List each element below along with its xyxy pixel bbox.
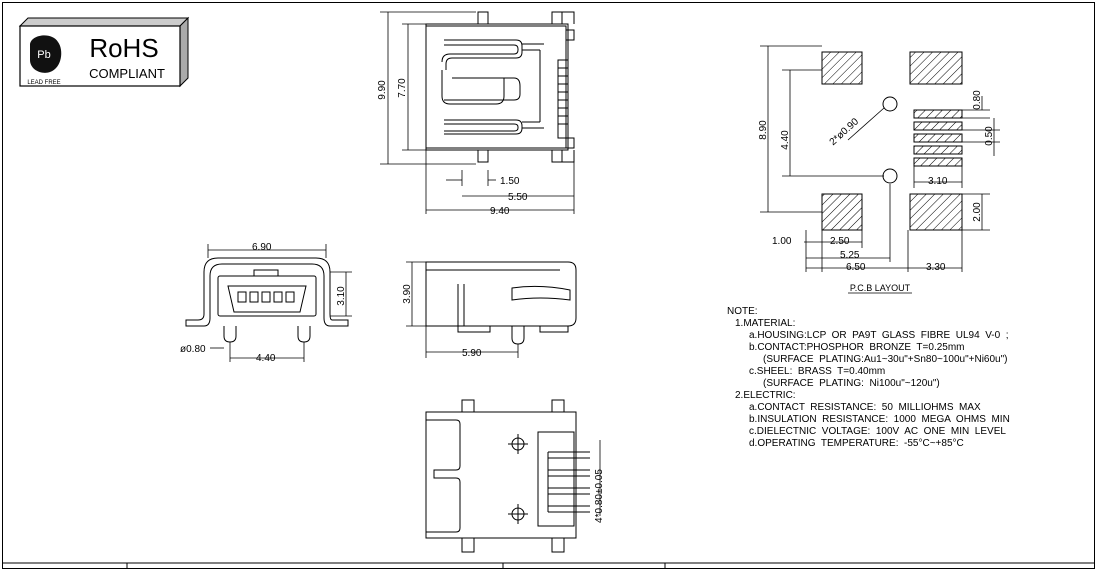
notes-housing: a.HOUSING:LCP OR PA9T GLASS FIBRE UL94 V… [749, 330, 1009, 341]
dim-pcb-pad-pitch: 0.50 [984, 126, 995, 146]
dim-side-height: 3.90 [402, 284, 413, 304]
dim-pcb-height-inner: 4.40 [780, 130, 791, 150]
pcb-layout-caption: P.C.B LAYOUT [850, 283, 911, 293]
notes-contact: b.CONTACT:PHOSPHOR BRONZE T=0.25mm [749, 342, 965, 353]
notes-operating-temperature: d.OPERATING TEMPERATURE: -55°C~+85°C [749, 438, 964, 449]
notes-shell: c.SHEEL: BRASS T=0.40mm [749, 366, 886, 377]
front-view-dimensions [207, 244, 352, 362]
notes-contact-resistance: a.CONTACT RESISTANCE: 50 MILLIOHMS MAX [749, 402, 981, 413]
dim-top-mid: 5.50 [508, 192, 528, 203]
dim-pcb-span-outer: 6.50 [846, 262, 866, 273]
notes-block: NOTE: 1.MATERIAL: a.HOUSING:LCP OR PA9T … [727, 306, 1087, 450]
dim-pcb-span-right: 3.30 [926, 262, 946, 273]
logo-letter: Pb [37, 49, 50, 61]
side-view [425, 261, 577, 345]
rohs-badge: Pb RoHS COMPLIANT LEAD FREE [18, 16, 190, 88]
notes-dielectric-voltage: c.DIELECTNIC VOLTAGE: 100V AC ONE MIN LE… [749, 426, 1006, 437]
notes-shell-plating: (SURFACE PLATING: Ni100u"~120u") [763, 378, 940, 389]
dim-front-pitch: 4.40 [256, 353, 276, 364]
dim-top-small: 1.50 [500, 176, 520, 187]
dim-front-hole: ø0.80 [180, 344, 206, 355]
dim-top-total: 9.40 [490, 206, 510, 217]
lead-free-label: LEAD FREE [27, 80, 60, 86]
front-view [185, 257, 349, 343]
rohs-title: RoHS [89, 33, 158, 63]
dim-pcb-span-inner: 5.25 [840, 250, 860, 261]
dim-side-length: 5.90 [462, 348, 482, 359]
top-view [425, 11, 575, 163]
dim-bottom-pins: 4*0.80±0.05 [594, 469, 605, 523]
side-view-dimensions [406, 261, 519, 358]
pcb-layout [821, 51, 963, 231]
pcb-layout-dimensions [760, 45, 1000, 294]
rohs-subtitle: COMPLIANT [89, 66, 165, 81]
notes-electric-heading: 2.ELECTRIC: [735, 390, 796, 401]
dim-front-height: 3.10 [336, 286, 347, 306]
dim-top-height-inner: 7.70 [397, 78, 408, 98]
notes-heading: NOTE: [727, 306, 758, 317]
dim-pcb-pad-group: 3.10 [928, 176, 948, 187]
dim-pcb-pad-width: 2.50 [830, 236, 850, 247]
dim-pcb-offset: 1.00 [772, 236, 792, 247]
dim-top-height-outer: 9.90 [377, 80, 388, 100]
bottom-view [425, 399, 590, 553]
notes-contact-plating: (SURFACE PLATING:Au1~30u"+Sn80~100u"+Ni6… [763, 354, 1008, 365]
notes-material-heading: 1.MATERIAL: [735, 318, 796, 329]
lead-free-logo-icon: Pb [30, 35, 62, 73]
top-view-dimensions [380, 11, 575, 214]
dim-front-width: 6.90 [252, 242, 272, 253]
dim-pcb-holes: 2*ø0.90 [828, 116, 862, 148]
dim-pcb-pad-height: 0.80 [972, 90, 983, 110]
dim-pcb-side-pad: 2.00 [972, 202, 983, 222]
notes-insulation-resistance: b.INSULATION RESISTANCE: 1000 MEGA OHMS … [749, 414, 1010, 425]
dim-pcb-height-total: 8.90 [758, 120, 769, 140]
